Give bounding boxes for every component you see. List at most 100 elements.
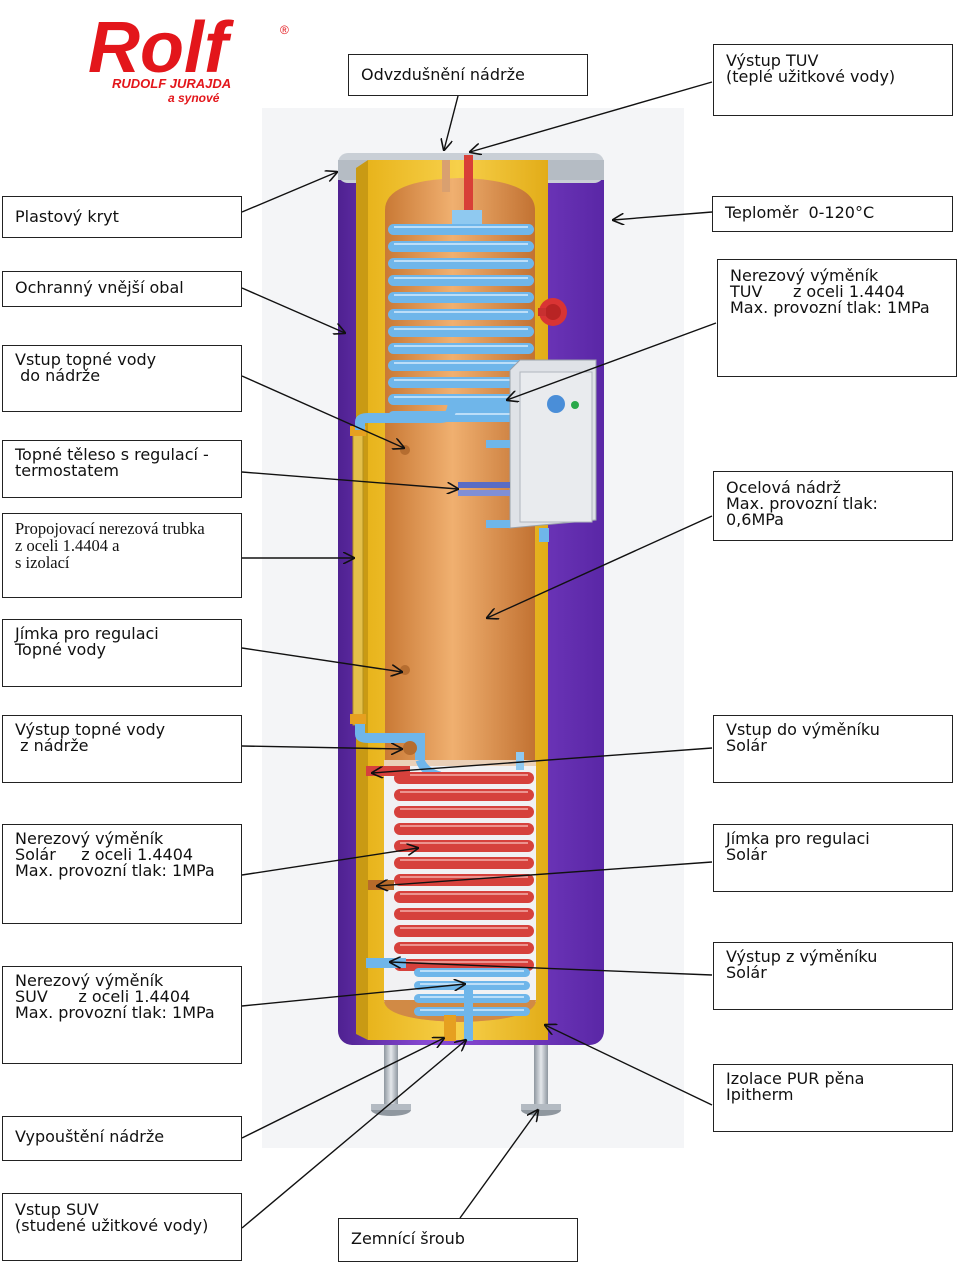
coil-ring-highlight xyxy=(400,774,528,776)
coil-ring-highlight xyxy=(420,970,524,972)
coil-ring-highlight xyxy=(400,927,528,929)
logo-registered: ® xyxy=(280,23,289,37)
arrow-zemnici xyxy=(459,1110,538,1219)
coil-ring xyxy=(388,343,534,354)
arrow-izolace xyxy=(545,1025,713,1106)
coil-ring xyxy=(394,772,534,784)
connecting-pipe xyxy=(350,413,425,760)
arrow-vstup-solar xyxy=(372,747,713,773)
label-odvzdusneni: Odvzdušnění nádrže xyxy=(348,54,588,96)
label-zemnici: Zemnící šroub xyxy=(338,1218,578,1262)
coil-ring-highlight xyxy=(400,808,528,810)
coil-ring-highlight xyxy=(394,260,528,262)
label-ochranny-obal: Ochranný vnější obal xyxy=(2,271,242,307)
label-plastovy-kryt: Plastový kryt xyxy=(2,196,242,238)
coil-ring xyxy=(394,806,534,818)
arrow-plastovy-kryt xyxy=(241,172,337,213)
logo-company: RUDOLF JURAJDA xyxy=(112,76,231,91)
coil-ring xyxy=(394,925,534,937)
label-vstup-topne: Vstup topné vody do nádrže xyxy=(2,345,242,412)
coil-ring-highlight xyxy=(400,961,528,963)
arrow-vymenik-suv xyxy=(241,984,465,1007)
coil-ring xyxy=(388,241,534,252)
coil-ring-highlight xyxy=(400,859,528,861)
coil-ring-highlight xyxy=(394,311,528,313)
legs xyxy=(371,1042,561,1116)
coil-ring-highlight xyxy=(400,876,528,878)
coil-ring-highlight xyxy=(394,226,528,228)
label-vystup-topne: Výstup topné vody z nádrže xyxy=(2,715,242,783)
coil-ring-highlight xyxy=(394,379,528,381)
coil-ring xyxy=(394,942,534,954)
arrow-vystup-topne xyxy=(241,746,402,749)
company-logo: Rolf ® RUDOLF JURAJDA a synové xyxy=(88,8,289,105)
label-vystup-tuv: Výstup TUV(teplé užitkové vody) xyxy=(713,44,953,116)
solar-connections xyxy=(366,752,524,1041)
coil-ring-highlight xyxy=(394,243,528,245)
coil-ring xyxy=(394,908,534,920)
coil-ring xyxy=(388,275,534,286)
coil-ring xyxy=(394,823,534,835)
upper-coil-tuv xyxy=(388,224,534,781)
coil-ring-highlight xyxy=(400,842,528,844)
coil-ring-highlight xyxy=(394,328,528,330)
leader-arrows xyxy=(241,81,717,1229)
coil-ring xyxy=(394,857,534,869)
coil-ring-highlight xyxy=(420,983,524,985)
arrow-jimka-solar xyxy=(377,861,713,886)
vent-pipe xyxy=(442,155,482,224)
coil-ring-highlight xyxy=(400,791,528,793)
arrow-vystup-solar xyxy=(390,962,713,976)
coil-ring xyxy=(394,789,534,801)
coil-ring-highlight xyxy=(394,294,528,296)
arrow-vstup-suv xyxy=(241,1040,466,1229)
logo-brand: Rolf xyxy=(88,8,234,88)
coil-ring xyxy=(388,326,534,337)
arrow-vstup-topne xyxy=(241,375,404,448)
coil-ring-highlight xyxy=(394,413,528,415)
arrow-odvzdusneni xyxy=(444,95,459,150)
heating-element xyxy=(458,440,510,528)
coil-ring-highlight xyxy=(394,277,528,279)
coil-ring xyxy=(388,258,534,269)
thermometer xyxy=(538,298,567,326)
arrow-ocelova-nadrz xyxy=(487,515,713,618)
arrow-jimka-topne xyxy=(241,647,402,672)
coil-ring xyxy=(414,968,530,977)
coil-ring xyxy=(388,309,534,320)
arrow-teplomer xyxy=(613,211,713,220)
arrow-ochranny-obal xyxy=(241,287,345,333)
coil-ring xyxy=(388,224,534,235)
coil-connection-pipe xyxy=(404,403,512,423)
thermostat-control-box xyxy=(509,359,597,542)
coil-ring-highlight xyxy=(400,825,528,827)
arrow-vymenik-tuv xyxy=(507,322,717,400)
arrow-topne-teleso xyxy=(241,471,458,489)
coil-ring-highlight xyxy=(394,396,528,398)
arrow-vystup-tuv xyxy=(470,81,713,152)
coil-ring-highlight xyxy=(400,910,528,912)
arrow-vymenik-solar xyxy=(241,848,418,876)
coil-ring-highlight xyxy=(400,944,528,946)
label-teplomer: Teploměr 0-120°C xyxy=(712,196,953,232)
coil-ring xyxy=(394,840,534,852)
label-vypousteni: Vypouštění nádrže xyxy=(2,1116,242,1161)
coil-ring xyxy=(394,891,534,903)
label-vstup-suv: Vstup SUV(studené užitkové vody) xyxy=(2,1193,242,1261)
arrow-vypousteni xyxy=(241,1038,444,1139)
label-topne-teleso: Topné těleso s regulací -termostatem xyxy=(2,440,242,498)
logo-suffix: a synové xyxy=(168,91,220,105)
coil-ring-highlight xyxy=(400,893,528,895)
